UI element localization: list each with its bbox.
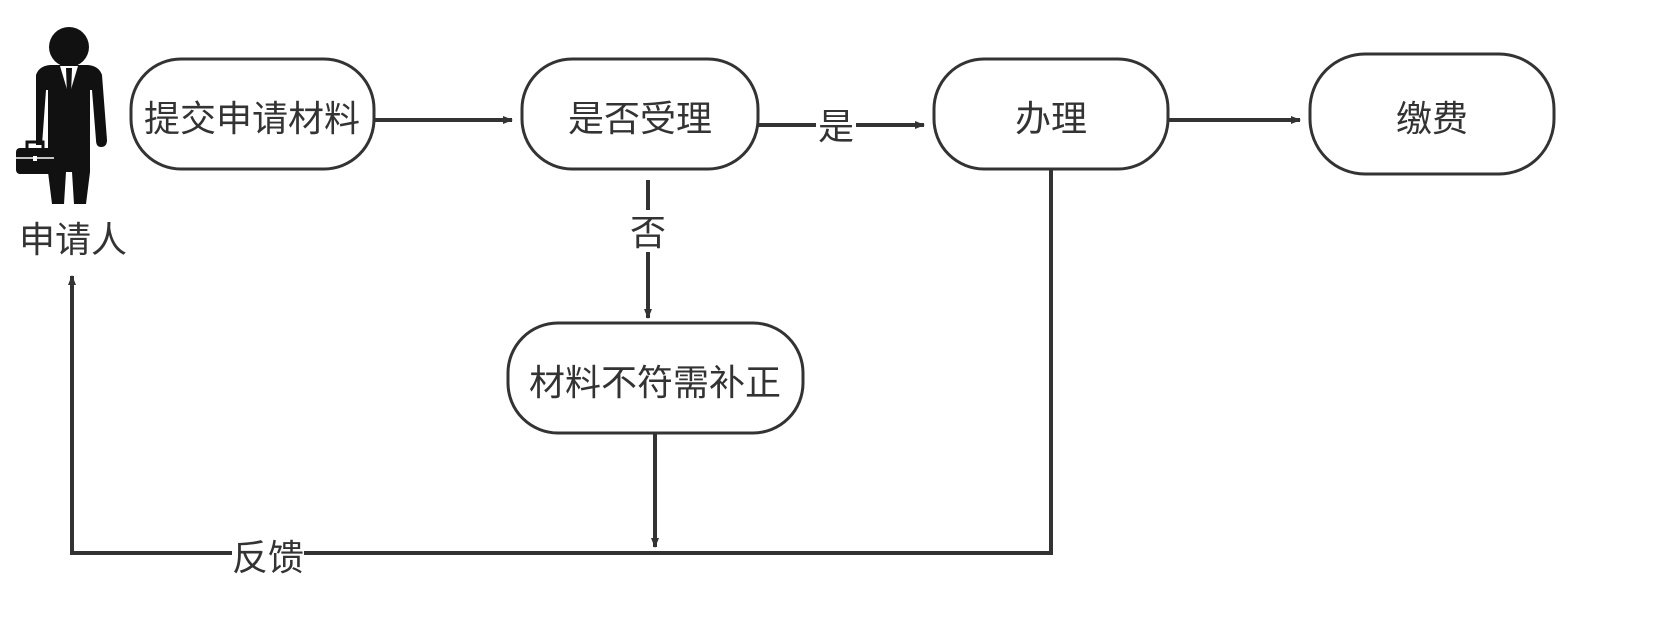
- edge-process-to-feedback: [68, 169, 1053, 555]
- node-submit-label: 提交申请材料: [144, 99, 360, 140]
- node-supplement-label: 材料不符需补正: [529, 363, 781, 404]
- node-process-label: 办理: [1015, 99, 1087, 140]
- businessman-with-briefcase-icon: [16, 27, 107, 204]
- node-accept-decision: 是否受理: [520, 57, 760, 171]
- node-accept-label: 是否受理: [568, 99, 712, 140]
- edge-no-label: 否: [630, 213, 666, 254]
- node-supplement-materials: 材料不符需补正: [506, 321, 805, 435]
- node-submit-materials: 提交申请材料: [129, 57, 376, 171]
- node-payment-label: 缴费: [1396, 99, 1468, 140]
- actor-label: 申请人: [19, 220, 127, 261]
- node-payment: 缴费: [1308, 52, 1556, 176]
- edge-yes-label: 是: [818, 107, 854, 148]
- node-process: 办理: [932, 57, 1170, 171]
- edge-feedback-label: 反馈: [232, 538, 304, 579]
